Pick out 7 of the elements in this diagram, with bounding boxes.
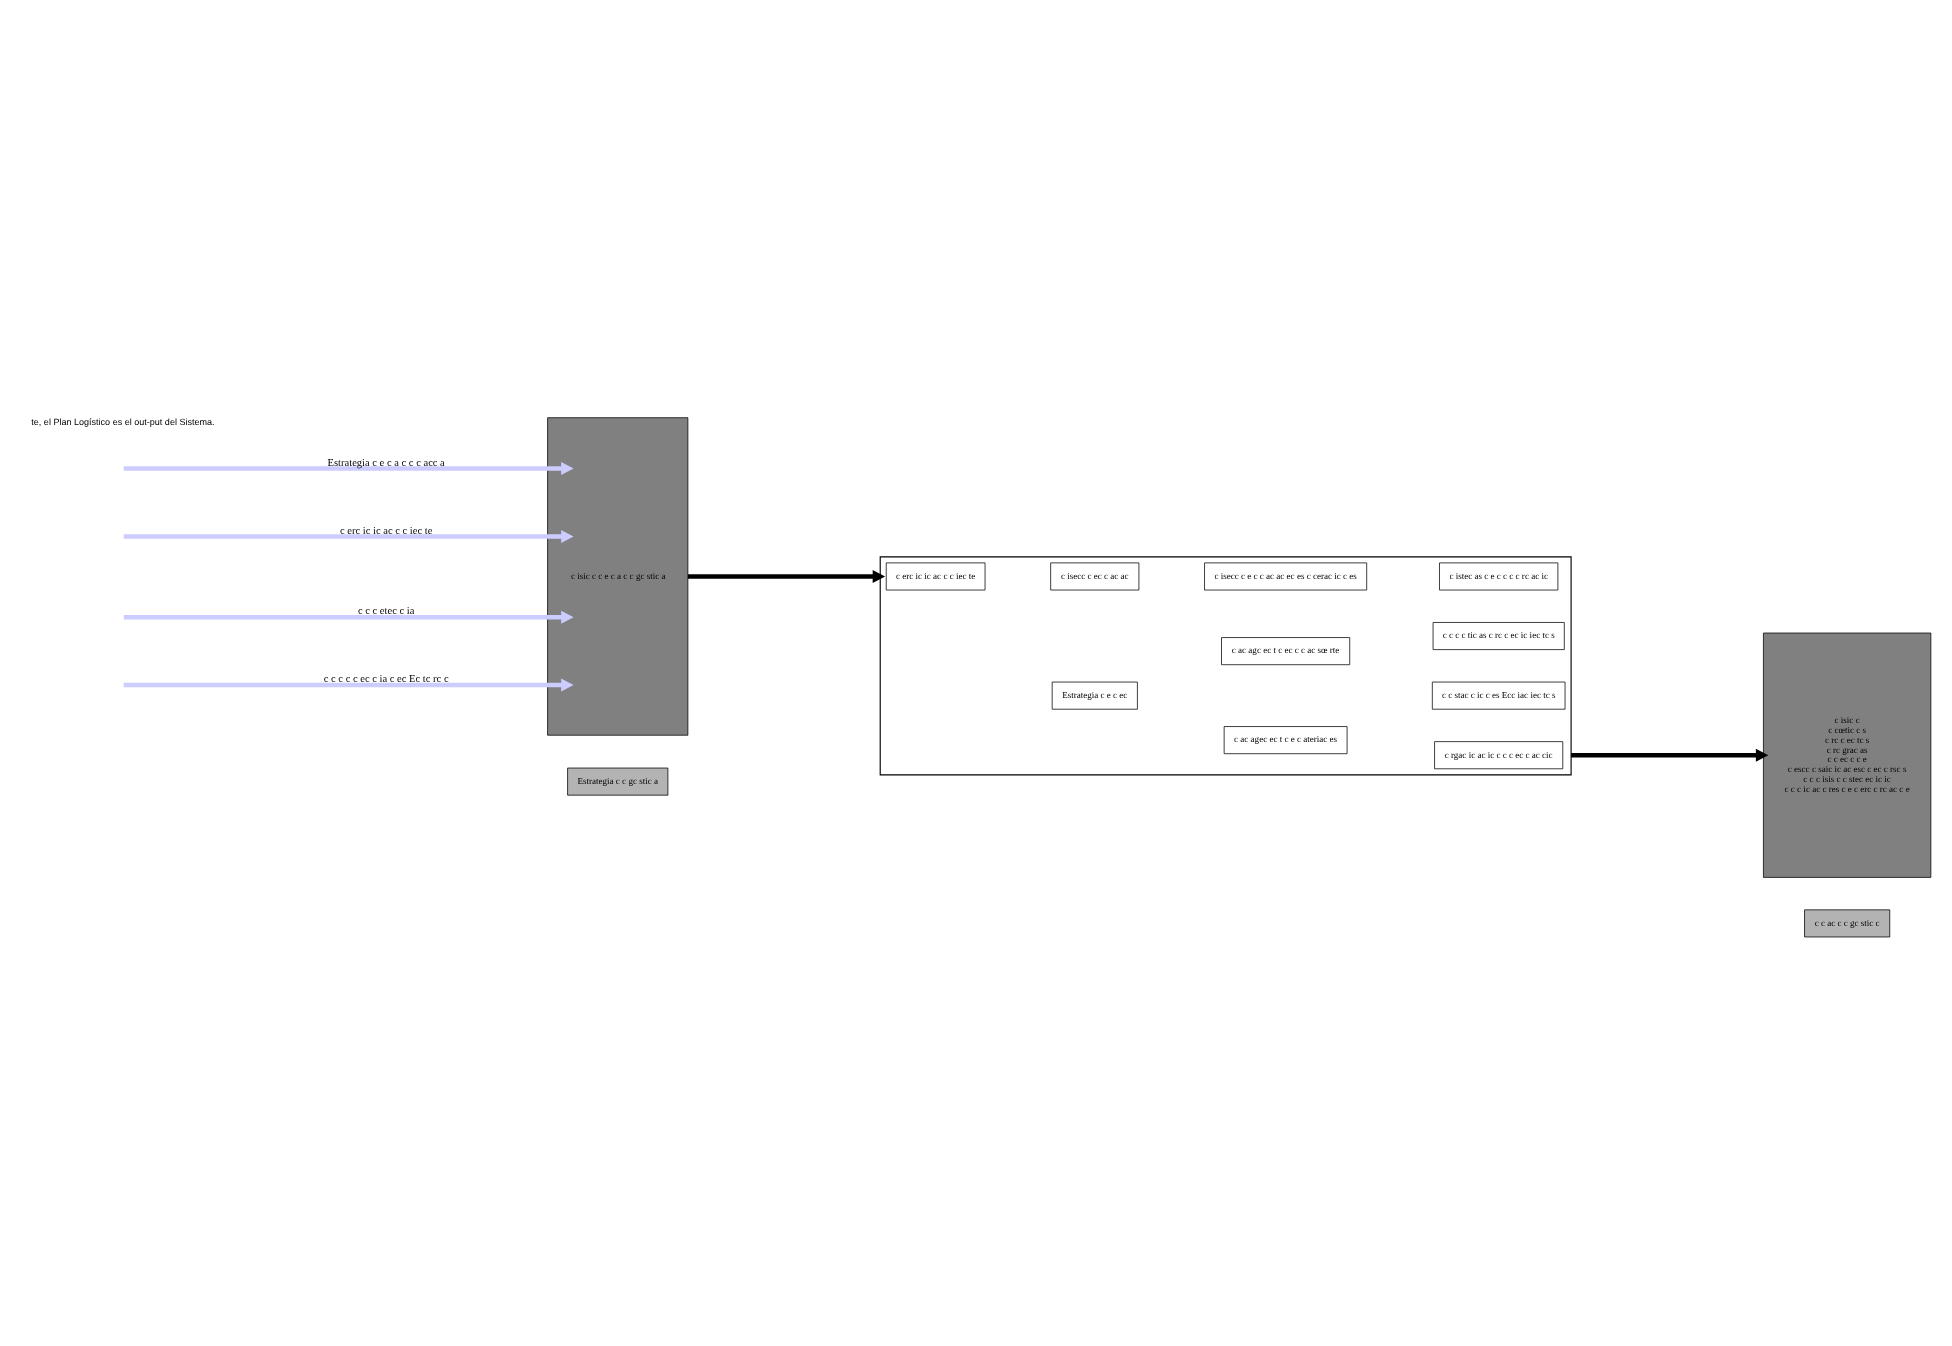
cluster [879, 556, 1572, 776]
arrow [123, 610, 574, 624]
arrow [1571, 748, 1769, 762]
arrow [123, 529, 574, 543]
arrow [123, 678, 574, 692]
arrow [123, 462, 574, 476]
arrow [687, 569, 886, 583]
